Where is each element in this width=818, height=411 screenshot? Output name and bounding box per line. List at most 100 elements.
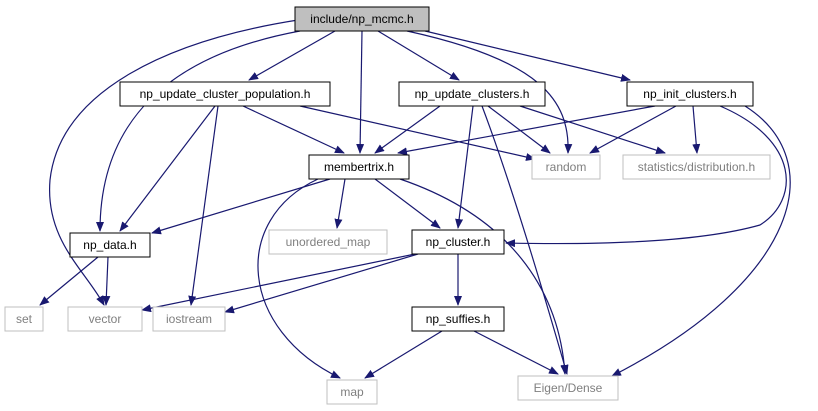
edge-np_init_clusters-to-random xyxy=(589,105,677,154)
edge-np_init_clusters-to-statistics_distribution xyxy=(692,105,701,154)
edge-np_cluster-to-vector xyxy=(141,253,416,313)
node-label: set xyxy=(16,312,33,326)
edge-arrow xyxy=(242,105,345,154)
node-membertrix[interactable]: membertrix.h xyxy=(308,154,410,180)
edge-arrow xyxy=(141,253,416,313)
node-np-update-clusters[interactable]: np_update_clusters.h xyxy=(398,81,546,107)
node-box xyxy=(152,306,226,332)
node-label: map xyxy=(340,385,364,399)
node-label: np_data.h xyxy=(83,238,136,252)
node-label: vector xyxy=(89,312,122,326)
node-label: np_init_clusters.h xyxy=(643,87,736,101)
edge-np_init_clusters-to-np_cluster xyxy=(505,105,787,248)
edge-arrow xyxy=(364,330,443,379)
edge-np_update_cluster_population-to-membertrix xyxy=(242,105,345,154)
edge-membertrix-to-map xyxy=(257,178,341,379)
edge-np_update_cluster_population-to-iostream xyxy=(188,105,219,306)
edge-arrow xyxy=(377,30,460,81)
edge-np_suffies-to-eigen_dense xyxy=(473,330,559,375)
edge-arrow xyxy=(374,105,441,154)
edge-membertrix-to-np_cluster xyxy=(374,178,441,229)
edge-arrow xyxy=(356,30,365,154)
edge-arrow xyxy=(399,178,569,375)
node-statistics-distribution: statistics/distribution.h xyxy=(622,154,771,180)
node-box xyxy=(67,306,143,332)
edge-arrow xyxy=(589,105,677,154)
edge-np_init_clusters-to-membertrix xyxy=(397,105,656,156)
edge-arrow xyxy=(248,30,336,81)
edge-np_update_cluster_population-to-np_data xyxy=(119,105,216,232)
node-label: unordered_map xyxy=(286,235,371,249)
edge-membertrix-to-unordered_map xyxy=(334,178,346,229)
edge-np_data-to-set xyxy=(39,256,99,306)
edge-arrow xyxy=(334,178,346,229)
node-label: membertrix.h xyxy=(324,160,394,174)
edge-arrow xyxy=(473,330,559,375)
node-box xyxy=(411,229,505,255)
node-map: map xyxy=(326,379,378,405)
node-box xyxy=(622,154,771,180)
edge-np_data-to-vector xyxy=(102,256,111,306)
node-box xyxy=(398,81,546,107)
edge-np_mcmc-to-vector xyxy=(49,19,299,306)
edge-arrow xyxy=(455,105,474,229)
edge-np_mcmc-to-np_init_clusters xyxy=(424,30,631,82)
node-set: set xyxy=(4,306,44,332)
edge-arrow xyxy=(39,256,99,306)
node-label: Eigen/Dense xyxy=(534,381,603,395)
edge-arrow xyxy=(374,178,441,229)
node-box xyxy=(4,306,44,332)
node-box xyxy=(119,81,331,107)
edge-np_mcmc-to-np_update_cluster_population xyxy=(248,30,336,81)
node-box xyxy=(308,154,410,180)
edge-np_update_clusters-to-random xyxy=(487,105,551,154)
edge-np_suffies-to-map xyxy=(364,330,443,379)
node-eigen-dense: Eigen/Dense xyxy=(517,375,619,401)
node-np-init-clusters[interactable]: np_init_clusters.h xyxy=(626,81,754,107)
edge-arrow xyxy=(519,105,666,155)
edge-np_update_cluster_population-to-random xyxy=(299,105,536,161)
node-label: np_suffies.h xyxy=(426,312,491,326)
node-np-update-cluster-population[interactable]: np_update_cluster_population.h xyxy=(119,81,331,107)
edge-arrow xyxy=(487,105,551,154)
node-vector: vector xyxy=(67,306,143,332)
edge-arrow xyxy=(224,253,419,314)
edge-arrow xyxy=(102,256,111,306)
node-box xyxy=(411,306,505,332)
edge-np_cluster-to-iostream xyxy=(224,253,419,314)
edge-np_mcmc-to-membertrix xyxy=(356,30,365,154)
node-box xyxy=(294,6,430,32)
node-label: include/np_mcmc.h xyxy=(310,12,413,26)
edge-np_mcmc-to-np_update_clusters xyxy=(377,30,460,81)
node-box xyxy=(531,154,601,180)
edge-np_update_clusters-to-membertrix xyxy=(374,105,441,154)
edge-np_update_clusters-to-np_cluster xyxy=(455,105,474,229)
node-np-mcmc[interactable]: include/np_mcmc.h xyxy=(294,6,430,32)
node-label: statistics/distribution.h xyxy=(638,160,755,174)
edge-arrow xyxy=(505,105,787,248)
edge-np_init_clusters-to-eigen_dense xyxy=(611,105,791,377)
node-label: np_update_clusters.h xyxy=(415,87,530,101)
node-np-data[interactable]: np_data.h xyxy=(69,232,151,258)
edge-arrow xyxy=(96,30,301,232)
edge-arrow xyxy=(299,105,536,161)
edge-arrow xyxy=(424,30,631,82)
node-label: np_cluster.h xyxy=(426,235,491,249)
node-label: random xyxy=(546,160,587,174)
node-box xyxy=(69,232,151,258)
edge-membertrix-to-np_data xyxy=(151,178,331,235)
node-np-cluster[interactable]: np_cluster.h xyxy=(411,229,505,255)
node-box xyxy=(626,81,754,107)
edge-arrow xyxy=(49,19,299,306)
edge-arrow xyxy=(397,105,656,156)
node-box xyxy=(326,379,378,405)
node-iostream: iostream xyxy=(152,306,226,332)
edges-layer xyxy=(39,19,791,379)
node-box xyxy=(517,375,619,401)
node-label: iostream xyxy=(166,312,212,326)
nodes-layer: include/np_mcmc.h np_update_cluster_popul… xyxy=(4,6,771,405)
edge-membertrix-to-eigen_dense xyxy=(399,178,569,375)
node-np-suffies[interactable]: np_suffies.h xyxy=(411,306,505,332)
edge-np_update_clusters-to-statistics_distribution xyxy=(519,105,666,155)
